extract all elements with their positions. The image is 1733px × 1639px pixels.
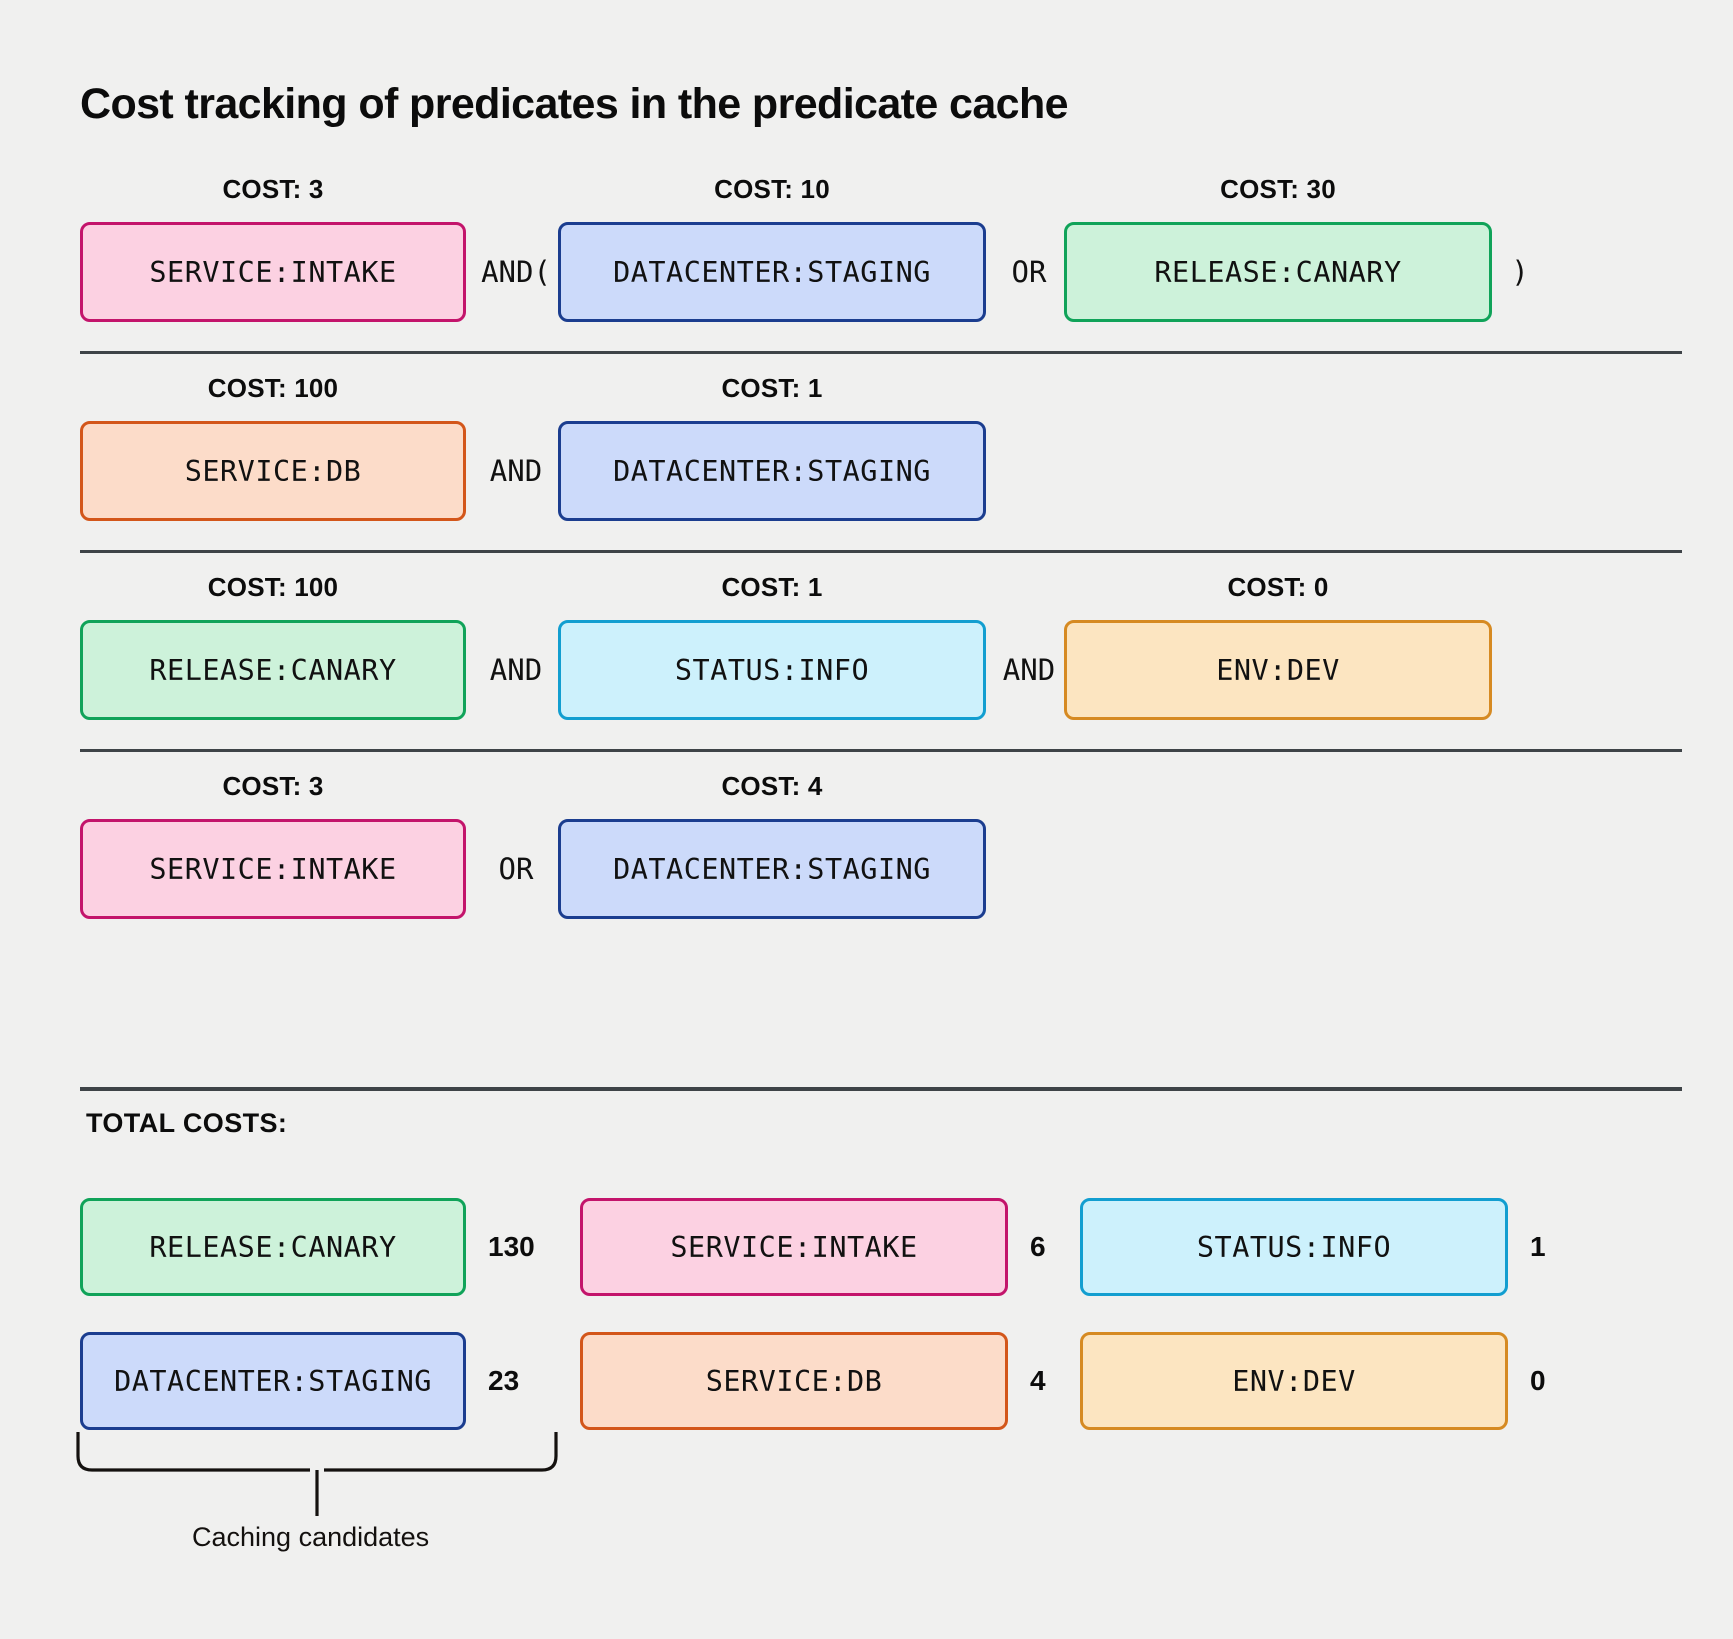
cost-label: COST: 1: [721, 372, 823, 403]
row-divider: [80, 351, 1682, 354]
predicate-chip[interactable]: SERVICE:INTAKE: [80, 819, 466, 919]
cost-label: COST: 0: [1227, 571, 1329, 602]
predicate-chip[interactable]: SERVICE:INTAKE: [80, 222, 466, 322]
predicate-chip[interactable]: SERVICE:INTAKE: [580, 1198, 1008, 1296]
predicate-chip[interactable]: DATACENTER:STAGING: [558, 421, 986, 521]
predicate-chip[interactable]: DATACENTER:STAGING: [80, 1332, 466, 1430]
caching-candidates-label: Caching candidates: [192, 1522, 430, 1552]
caching-candidates-bracket: [72, 1430, 592, 1535]
totals-cell: RELEASE:CANARY 130: [80, 1180, 535, 1314]
row-divider: [80, 749, 1682, 752]
totals-cell: DATACENTER:STAGING 23: [80, 1314, 519, 1448]
predicate-chip[interactable]: ENV:DEV: [1080, 1332, 1508, 1430]
total-cost-value: 4: [1030, 1365, 1046, 1396]
totals-heading: TOTAL COSTS:: [86, 1108, 288, 1138]
total-cost-value: 130: [488, 1231, 535, 1262]
logical-operator: ): [1511, 255, 1529, 289]
totals-section-divider: [80, 1087, 1682, 1091]
cost-label: COST: 4: [721, 770, 823, 801]
predicate-chip[interactable]: SERVICE:DB: [80, 421, 466, 521]
predicate-chip[interactable]: RELEASE:CANARY: [80, 1198, 466, 1296]
total-cost-value: 23: [488, 1365, 520, 1396]
cost-label: COST: 30: [1220, 173, 1336, 204]
page-title: Cost tracking of predicates in the predi…: [80, 80, 1069, 128]
cost-label: COST: 10: [714, 173, 830, 204]
expression-row: COST: 3 SERVICE:INTAKE OR COST: 4 DATACENTER…: [80, 749, 1682, 966]
totals-row: RELEASE:CANARY 130 SERVICE:INTAKE 6 STATUS:I…: [80, 1180, 1720, 1314]
predicate-chip[interactable]: STATUS:INFO: [1080, 1198, 1508, 1296]
cost-label: COST: 100: [207, 571, 339, 602]
cost-label: COST: 100: [207, 372, 339, 403]
cost-label: COST: 3: [222, 173, 324, 204]
logical-operator: AND: [489, 454, 543, 488]
cost-label: COST: 1: [721, 571, 823, 602]
cost-label: COST: 3: [222, 770, 324, 801]
predicate-chip[interactable]: RELEASE:CANARY: [1064, 222, 1492, 322]
expression-list: COST: 3 SERVICE:INTAKE AND( COST: 10 DATACEN…: [80, 170, 1682, 966]
totals-cell: STATUS:INFO 1: [1080, 1180, 1546, 1314]
predicate-chip[interactable]: RELEASE:CANARY: [80, 620, 466, 720]
totals-cell: ENV:DEV 0: [1080, 1314, 1546, 1448]
predicate-chip[interactable]: DATACENTER:STAGING: [558, 222, 986, 322]
totals-cell: SERVICE:DB 4: [580, 1314, 1046, 1448]
row-divider: [80, 550, 1682, 553]
logical-operator: AND: [1002, 653, 1056, 687]
expression-row: COST: 3 SERVICE:INTAKE AND( COST: 10 DATACEN…: [80, 170, 1682, 369]
logical-operator: AND(: [481, 255, 551, 289]
predicate-chip[interactable]: DATACENTER:STAGING: [558, 819, 986, 919]
total-cost-value: 0: [1530, 1365, 1546, 1396]
predicate-chip[interactable]: SERVICE:DB: [580, 1332, 1008, 1430]
total-cost-value: 6: [1030, 1231, 1046, 1262]
logical-operator: OR: [1011, 255, 1047, 289]
predicate-chip[interactable]: STATUS:INFO: [558, 620, 986, 720]
logical-operator: OR: [498, 852, 534, 886]
totals-grid: RELEASE:CANARY 130 SERVICE:INTAKE 6 STATUS:I…: [80, 1180, 1720, 1448]
predicate-chip[interactable]: ENV:DEV: [1064, 620, 1492, 720]
totals-cell: SERVICE:INTAKE 6: [580, 1180, 1046, 1314]
totals-row: DATACENTER:STAGING 23 SERVICE:DB 4 ENV:DEV 0: [80, 1314, 1720, 1448]
total-cost-value: 1: [1530, 1231, 1546, 1262]
logical-operator: AND: [489, 653, 543, 687]
